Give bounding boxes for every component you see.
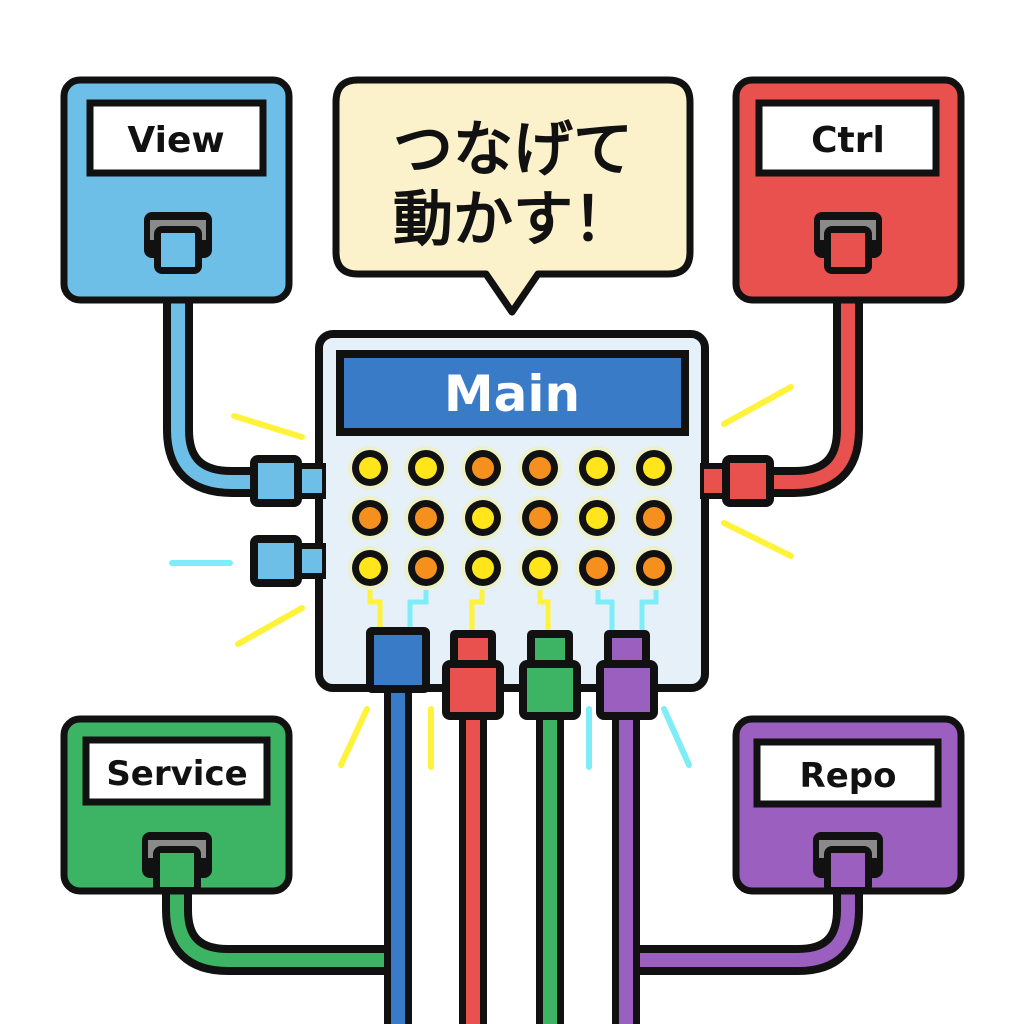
- main-left-port-1[interactable]: [250, 455, 326, 507]
- spark-bottom-4: [661, 706, 692, 768]
- module-view-label-box: [86, 99, 267, 177]
- led-yellow: [632, 446, 676, 490]
- spark-bottom-1: [338, 706, 370, 768]
- led-yellow: [461, 546, 505, 590]
- cable-ctrl: [766, 262, 863, 497]
- connector-green[interactable]: [519, 630, 581, 720]
- module-repo[interactable]: Repo: [732, 715, 965, 895]
- speech-bubble-line-2: 動かす！: [393, 185, 633, 255]
- port-icon: [814, 212, 882, 274]
- led-orange: [632, 496, 676, 540]
- port-icon: [144, 212, 212, 274]
- connector-purple[interactable]: [596, 630, 658, 720]
- led-orange: [518, 446, 562, 490]
- speech-bubble-line-1: つなげて: [393, 115, 633, 185]
- led-grid: [348, 446, 676, 590]
- led-orange: [404, 496, 448, 540]
- led-yellow: [575, 496, 619, 540]
- spark-right-upper: [721, 384, 794, 427]
- port-icon: [813, 832, 883, 894]
- connector-blue[interactable]: [366, 627, 430, 693]
- led-orange: [348, 496, 392, 540]
- module-repo-label: Repo: [800, 756, 897, 796]
- main-device[interactable]: Main: [250, 330, 774, 720]
- led-yellow: [348, 446, 392, 490]
- spark-left-upper: [231, 413, 305, 440]
- module-service-label: Service: [106, 754, 247, 794]
- module-service[interactable]: Service: [60, 715, 293, 895]
- main-left-port-2[interactable]: [250, 535, 326, 587]
- led-yellow: [404, 446, 448, 490]
- led-orange: [632, 546, 676, 590]
- module-repo-label-box: [753, 738, 942, 808]
- led-orange: [461, 446, 505, 490]
- module-view[interactable]: View: [60, 76, 293, 304]
- led-yellow: [348, 546, 392, 590]
- led-yellow: [575, 446, 619, 490]
- led-orange: [518, 496, 562, 540]
- sparks: [169, 384, 794, 770]
- cable-view: [163, 262, 262, 497]
- main-right-port[interactable]: [700, 455, 774, 507]
- cable-service: [162, 880, 390, 975]
- cable-bottom-green: [536, 700, 564, 1024]
- module-ctrl-label-box: [755, 99, 940, 177]
- speech-bubble: つなげて 動かす！: [332, 76, 694, 316]
- spark-right-lower: [721, 520, 794, 559]
- main-title: Main: [444, 365, 580, 423]
- connector-red[interactable]: [442, 630, 504, 720]
- cable-repo: [630, 880, 863, 975]
- speech-bubble-shape: [332, 76, 694, 316]
- led-yellow: [518, 546, 562, 590]
- module-ctrl[interactable]: Ctrl: [732, 76, 965, 304]
- led-orange: [575, 546, 619, 590]
- led-yellow: [461, 496, 505, 540]
- cable-bottom-red: [459, 700, 487, 1024]
- module-service-label-box: [82, 736, 271, 806]
- cable-bottom-purple: [612, 700, 640, 1024]
- cable-bottom-blue: [384, 680, 412, 1024]
- module-view-label: View: [127, 120, 224, 161]
- main-title-bar: [336, 350, 689, 436]
- led-orange: [404, 546, 448, 590]
- module-ctrl-label: Ctrl: [811, 120, 885, 161]
- bottom-cables: [384, 680, 640, 1024]
- port-icon: [142, 832, 212, 894]
- circuit-traces: [367, 590, 659, 630]
- spark-left-lower: [235, 605, 305, 647]
